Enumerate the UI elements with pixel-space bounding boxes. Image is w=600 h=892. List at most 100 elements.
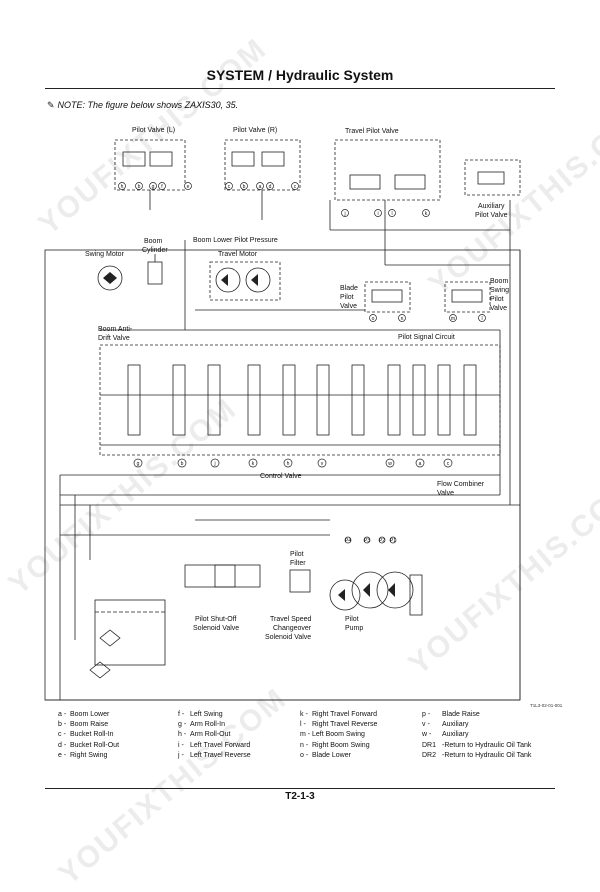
port-label: l bbox=[481, 316, 482, 322]
port-label: d bbox=[269, 184, 272, 190]
port-circle bbox=[378, 536, 386, 544]
legend-key: a - bbox=[58, 711, 67, 718]
port-label: g bbox=[152, 184, 155, 190]
legend-item: n -Right Boom Swing bbox=[300, 742, 377, 752]
legend-text: Left Travel Forward bbox=[190, 741, 251, 749]
port-circle bbox=[422, 209, 430, 217]
legend-text: Left Boom Swing bbox=[312, 731, 365, 739]
legend-item: v -Auxiliary bbox=[422, 721, 531, 731]
legend-text: Blade Lower bbox=[312, 751, 351, 759]
page-number: T2-1-3 bbox=[285, 791, 315, 802]
figure-reference: T1L3-02-01-001 bbox=[530, 703, 563, 708]
legend-text: Right Boom Swing bbox=[312, 741, 370, 749]
port-label: h bbox=[121, 184, 124, 190]
legend-item: DR1 -Return to Hydraulic Oil Tank bbox=[422, 742, 531, 752]
boom-swing-pilot-valve-label: Valve bbox=[490, 305, 507, 312]
legend-text: -Return to Hydraulic Oil Tank bbox=[442, 741, 532, 749]
port-circle bbox=[240, 182, 248, 190]
port-circle bbox=[388, 209, 396, 217]
legend-key: i - bbox=[178, 741, 184, 749]
port-label: a bbox=[419, 461, 422, 467]
legend-item: e -Right Swing bbox=[58, 752, 119, 762]
port-label: a bbox=[259, 184, 262, 190]
header-rule bbox=[45, 88, 555, 89]
legend-key: p - bbox=[422, 711, 431, 718]
port-label: m bbox=[451, 316, 455, 322]
pilot-filter-label: Filter bbox=[290, 560, 306, 567]
port-label: P2 bbox=[379, 538, 385, 544]
legend-key: m - bbox=[300, 731, 311, 739]
legend-text: Blade Raise bbox=[442, 711, 480, 718]
pilot-signal-circuit-label: Pilot Signal Circuit bbox=[398, 334, 455, 341]
port-circle bbox=[291, 182, 299, 190]
note: ✎NOTE: The figure below shows ZAXIS30, 3… bbox=[47, 100, 238, 111]
legend-text: Left Travel Reverse bbox=[190, 751, 251, 759]
legend-text: Right Swing bbox=[70, 751, 108, 759]
port-label: i bbox=[377, 211, 378, 217]
port-label: b bbox=[181, 461, 184, 467]
port-circle bbox=[133, 458, 143, 468]
legend-key: c - bbox=[58, 731, 66, 739]
legend-item: DR2-Return to Hydraulic Oil Tank bbox=[422, 752, 531, 762]
travel-motor-label: Travel Motor bbox=[218, 251, 258, 258]
legend-item: w -Auxiliary bbox=[422, 731, 531, 741]
blade-pilot-valve-label: Pilot bbox=[340, 294, 354, 301]
port-label: j bbox=[343, 211, 345, 217]
legend-text: Auxiliary bbox=[442, 721, 469, 729]
port-label: P1 bbox=[390, 538, 396, 544]
auxiliary-pilot-valve-label: Auxiliary bbox=[478, 203, 505, 210]
legend-item: j -Left Travel Reverse bbox=[178, 752, 251, 762]
boom-anti-drift-valve-label: Drift Valve bbox=[98, 335, 130, 342]
port-circle bbox=[184, 182, 192, 190]
pilot-filter-label: Pilot bbox=[290, 551, 304, 558]
port-circle bbox=[256, 182, 264, 190]
legend-item: o -Blade Lower bbox=[300, 752, 377, 762]
legend-item: p - Blade Raise bbox=[422, 711, 531, 721]
port-label: b bbox=[138, 184, 141, 190]
legend-key: f - bbox=[178, 711, 185, 718]
pilot-shutoff-solenoid-valve-label: Pilot Shut-Off bbox=[195, 616, 237, 623]
legend-item: c -Bucket Roll-In bbox=[58, 731, 119, 741]
travel-speed-changeover-solenoid-valve-label: Travel Speed bbox=[270, 616, 311, 623]
pilot-shutoff-solenoid-valve-label: Solenoid Valve bbox=[193, 625, 239, 632]
legend-key: d - bbox=[58, 741, 67, 749]
port-circle bbox=[344, 536, 352, 544]
travel-pilot-valve-label: Travel Pilot Valve bbox=[345, 128, 399, 135]
legend-item: b -Boom Raise bbox=[58, 721, 119, 731]
legend-key: k - bbox=[300, 711, 308, 718]
flow-combiner-valve-label: Valve bbox=[437, 490, 454, 497]
port-circle bbox=[443, 458, 453, 468]
pilot-pump-label: Pilot bbox=[345, 616, 359, 623]
legend-item: g -Arm Roll-In bbox=[178, 721, 251, 731]
port-circle bbox=[341, 209, 349, 217]
port-label: h bbox=[287, 461, 290, 467]
port-label: j bbox=[213, 461, 215, 467]
blade-pilot-valve-label: Valve bbox=[340, 303, 357, 310]
note-text: NOTE: The figure below shows ZAXIS30, 35… bbox=[57, 100, 239, 110]
port-label: P4 bbox=[345, 538, 351, 544]
control-valve-label: Control Valve bbox=[260, 473, 302, 480]
port-label: c bbox=[228, 184, 231, 190]
port-label: c bbox=[447, 461, 450, 467]
legend-key: n - bbox=[300, 741, 309, 749]
port-circle bbox=[266, 182, 274, 190]
legend-item: k - Right Travel Forward bbox=[300, 711, 377, 721]
legend-key: g - bbox=[178, 721, 187, 729]
legend-item: f -Left Swing bbox=[178, 711, 251, 721]
legend-text: Arm Roll-In bbox=[190, 721, 226, 729]
legend-key: DR2 bbox=[422, 751, 437, 759]
legend-text: Right Travel Forward bbox=[312, 711, 377, 718]
auxiliary-pilot-valve-label: Pilot Valve bbox=[475, 212, 508, 219]
travel-speed-changeover-solenoid-valve-label: Changeover bbox=[273, 625, 312, 632]
port-label: l bbox=[391, 211, 392, 217]
legend-item: m -Left Boom Swing bbox=[300, 731, 377, 741]
port-circle bbox=[135, 182, 143, 190]
legend-key: DR1 bbox=[422, 741, 437, 749]
port-circle bbox=[210, 458, 220, 468]
legend-key: b - bbox=[58, 721, 67, 729]
port-circle bbox=[283, 458, 293, 468]
